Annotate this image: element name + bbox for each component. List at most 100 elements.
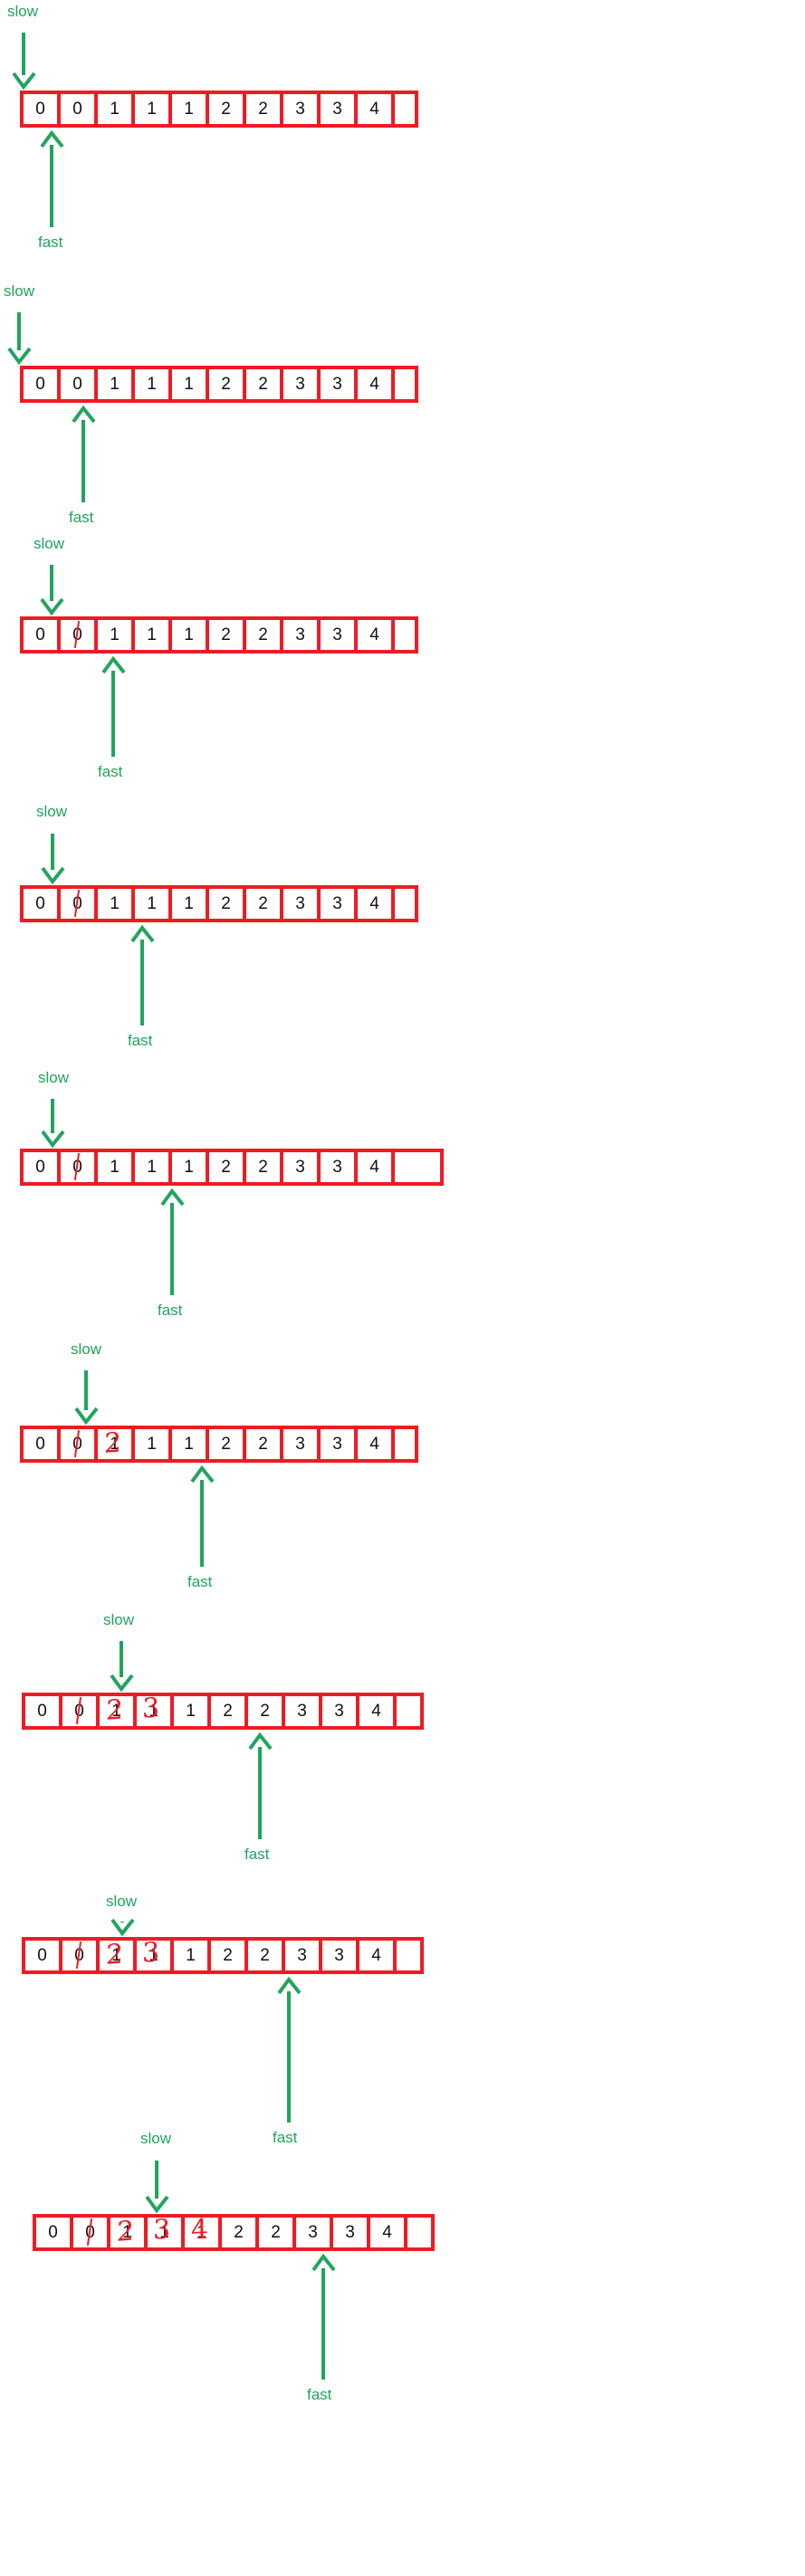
cell-value: 2 xyxy=(221,894,231,913)
cell-value: 3 xyxy=(332,625,342,644)
cell-value: 0 xyxy=(35,1435,45,1454)
cell-value: 2 xyxy=(258,100,268,119)
slow-pointer-label: slow xyxy=(4,282,35,300)
array-cell: 0 xyxy=(61,94,98,124)
cell-value: 2 xyxy=(221,1158,231,1177)
cell-value: 1 xyxy=(196,2223,206,2242)
cell-value: 1 xyxy=(111,1946,121,1965)
array-cell: 0 xyxy=(61,1429,98,1459)
array-cell: 1 xyxy=(172,889,209,919)
array-cell: 1 xyxy=(135,620,172,650)
cell-value: 0 xyxy=(72,894,82,913)
array-cell: 1 xyxy=(172,369,209,399)
cell-value: 0 xyxy=(72,625,82,644)
array-cell: 1 xyxy=(172,1152,209,1182)
array-cell: 3 xyxy=(321,1152,358,1182)
cell-value: 1 xyxy=(147,625,157,644)
array-trailing-blank xyxy=(397,1941,420,1970)
cell-value: 1 xyxy=(122,2223,132,2242)
cell-value: 2 xyxy=(221,100,231,119)
array-cell: 0 xyxy=(62,1941,100,1970)
slow-pointer-arrow-down-icon xyxy=(12,33,36,91)
array-cell: 1 xyxy=(172,94,209,124)
array-cell: 1 xyxy=(98,369,135,399)
array-cell: 1 xyxy=(174,1941,211,1970)
cell-value: 1 xyxy=(184,894,194,913)
fast-pointer-arrow-up-icon xyxy=(72,405,96,502)
array-cell: 3 xyxy=(283,94,321,124)
cell-value: 1 xyxy=(110,100,120,119)
cell-value: 2 xyxy=(258,375,268,394)
array-cell: 2 xyxy=(246,1429,283,1459)
array-cell: 0 xyxy=(24,889,61,919)
slow-pointer-label: slow xyxy=(36,803,68,820)
fast-pointer-label: fast xyxy=(98,763,123,780)
array-cell: 3 xyxy=(321,889,358,919)
cell-value: 3 xyxy=(295,375,305,394)
cell-value: 0 xyxy=(48,2223,58,2242)
fast-pointer-label: fast xyxy=(244,1846,270,1863)
cell-value: 0 xyxy=(35,1158,45,1177)
array-cell: 3 xyxy=(283,1152,321,1182)
cell-value: 2 xyxy=(221,1435,231,1454)
cell-value: 1 xyxy=(147,375,157,394)
array-cell: 4 xyxy=(358,369,395,399)
array-cell: 2 xyxy=(259,2218,296,2247)
cell-value: 2 xyxy=(221,375,231,394)
cell-value: 0 xyxy=(35,894,45,913)
cell-value: 3 xyxy=(295,625,305,644)
array-cell: 1 xyxy=(135,369,172,399)
fast-pointer-arrow-up-icon xyxy=(160,1188,185,1295)
cell-value: 0 xyxy=(37,1946,47,1965)
array-cell: 3 xyxy=(285,1941,322,1970)
cell-value: 3 xyxy=(332,375,342,394)
cell-value: 0 xyxy=(72,1435,82,1454)
slow-pointer-label: slow xyxy=(140,2130,172,2147)
array-cell: 1 xyxy=(135,1152,172,1182)
cell-value: 1 xyxy=(184,375,194,394)
array-cell: 3 xyxy=(285,1696,322,1726)
cell-value: 3 xyxy=(295,100,305,119)
slow-pointer-arrow-down-icon xyxy=(74,1370,99,1426)
array-cell: 0 xyxy=(61,1152,98,1182)
array-cell: 2 xyxy=(246,1152,283,1182)
cell-value: 2 xyxy=(260,1702,270,1721)
array-cell: 3 xyxy=(283,889,321,919)
array-cell: 0 xyxy=(24,620,61,650)
cell-value: 3 xyxy=(334,1946,344,1965)
cell-value: 2 xyxy=(258,1158,268,1177)
cell-value: 1 xyxy=(184,1435,194,1454)
slow-pointer-arrow-down-icon xyxy=(145,2161,169,2214)
cell-value: 0 xyxy=(35,100,45,119)
array-cell: 0 xyxy=(61,369,98,399)
cell-value: 1 xyxy=(186,1702,196,1721)
array-cell: 2 xyxy=(246,889,283,919)
array-cell: 0 xyxy=(25,1696,62,1726)
slow-pointer-label: slow xyxy=(7,3,39,20)
array-trailing-blank xyxy=(395,889,415,919)
fast-pointer-arrow-up-icon xyxy=(190,1465,215,1567)
array-trailing-blank xyxy=(395,1429,415,1459)
array-trailing-blank xyxy=(407,2218,431,2247)
array-trailing-blank xyxy=(395,369,415,399)
cell-value: 1 xyxy=(147,894,157,913)
cell-value: 1 xyxy=(110,625,120,644)
cell-value: 1 xyxy=(147,100,157,119)
cell-value: 0 xyxy=(74,1702,84,1721)
cell-value: 1 xyxy=(159,2223,169,2242)
fast-pointer-label: fast xyxy=(273,2129,298,2146)
array-cell: 0 xyxy=(24,94,61,124)
array-cell: 1 xyxy=(172,1429,209,1459)
cell-value: 4 xyxy=(371,1946,381,1965)
